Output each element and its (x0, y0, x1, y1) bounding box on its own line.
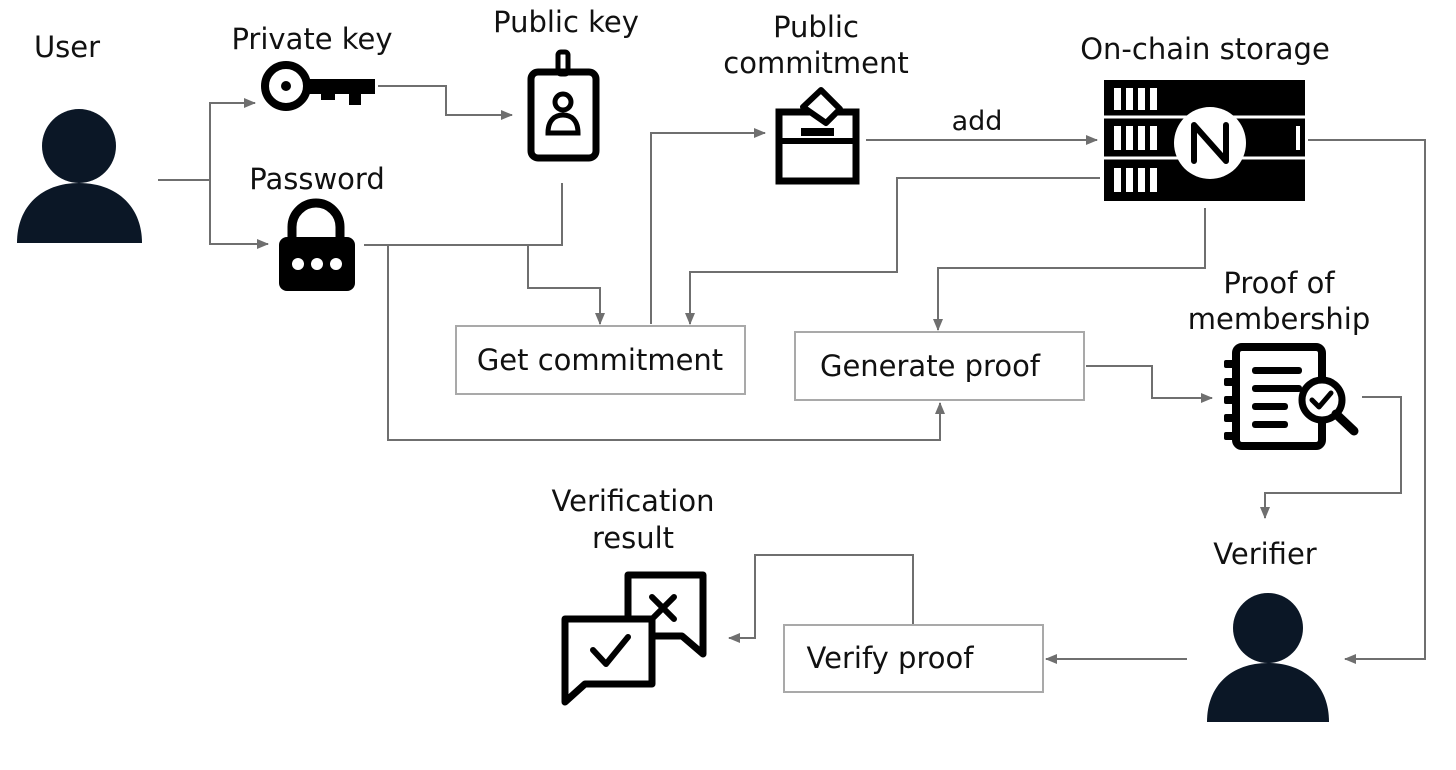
id-badge-icon (527, 49, 600, 162)
step-get-commitment-label: Get commitment (477, 343, 723, 377)
edge-public-key-to-get-commitment (527, 183, 605, 325)
step-get-commitment: Get commitment (455, 325, 746, 395)
connectors (158, 85, 1426, 664)
verification-result-label-line1: Verification (552, 484, 715, 518)
step-verify-proof: Verify proof (783, 624, 1044, 693)
document-search-icon (1224, 343, 1359, 450)
edge-generate-proof-to-proof (1086, 365, 1213, 403)
verifier-icon (1207, 593, 1329, 722)
public-commitment-label-line2: commitment (723, 46, 908, 80)
edge-private-key-to-public-key (378, 85, 513, 120)
onchain-storage-label: On-chain storage (1080, 32, 1330, 66)
public-commitment-label-line1: Public (773, 10, 859, 44)
edge-storage-to-verifier (1308, 139, 1426, 664)
private-key-label: Private key (231, 22, 392, 56)
verification-result-label-line2: result (592, 521, 674, 555)
edge-user-to-password (209, 180, 269, 249)
ballot-box-icon (775, 87, 860, 185)
step-generate-proof-label: Generate proof (820, 349, 1041, 383)
public-key-label: Public key (493, 5, 639, 39)
edge-get-commitment-to-public-commitment (650, 128, 766, 324)
user-label: User (34, 30, 100, 64)
password-label: Password (249, 162, 384, 196)
edge-verify-proof-to-result (728, 554, 914, 643)
key-icon (261, 61, 375, 111)
edge-password-to-generate-proof (387, 245, 945, 441)
user-icon (17, 109, 142, 243)
proof-of-membership-label-line2: membership (1188, 302, 1370, 336)
server-blockchain-icon (1104, 80, 1305, 201)
edge-label-add: add (952, 106, 1003, 137)
verifier-label: Verifier (1213, 537, 1317, 571)
edge-user-to-private-key (209, 98, 256, 180)
edge-storage-to-generate-proof (933, 208, 1206, 331)
padlock-icon (279, 198, 355, 291)
edge-proof-to-verifier (1260, 396, 1402, 519)
step-verify-proof-label: Verify proof (807, 641, 975, 675)
chat-check-cross-icon (561, 571, 707, 706)
edge-storage-to-get-commitment (685, 177, 1100, 325)
proof-of-membership-label-line1: Proof of (1223, 266, 1335, 300)
step-generate-proof: Generate proof (794, 331, 1085, 401)
